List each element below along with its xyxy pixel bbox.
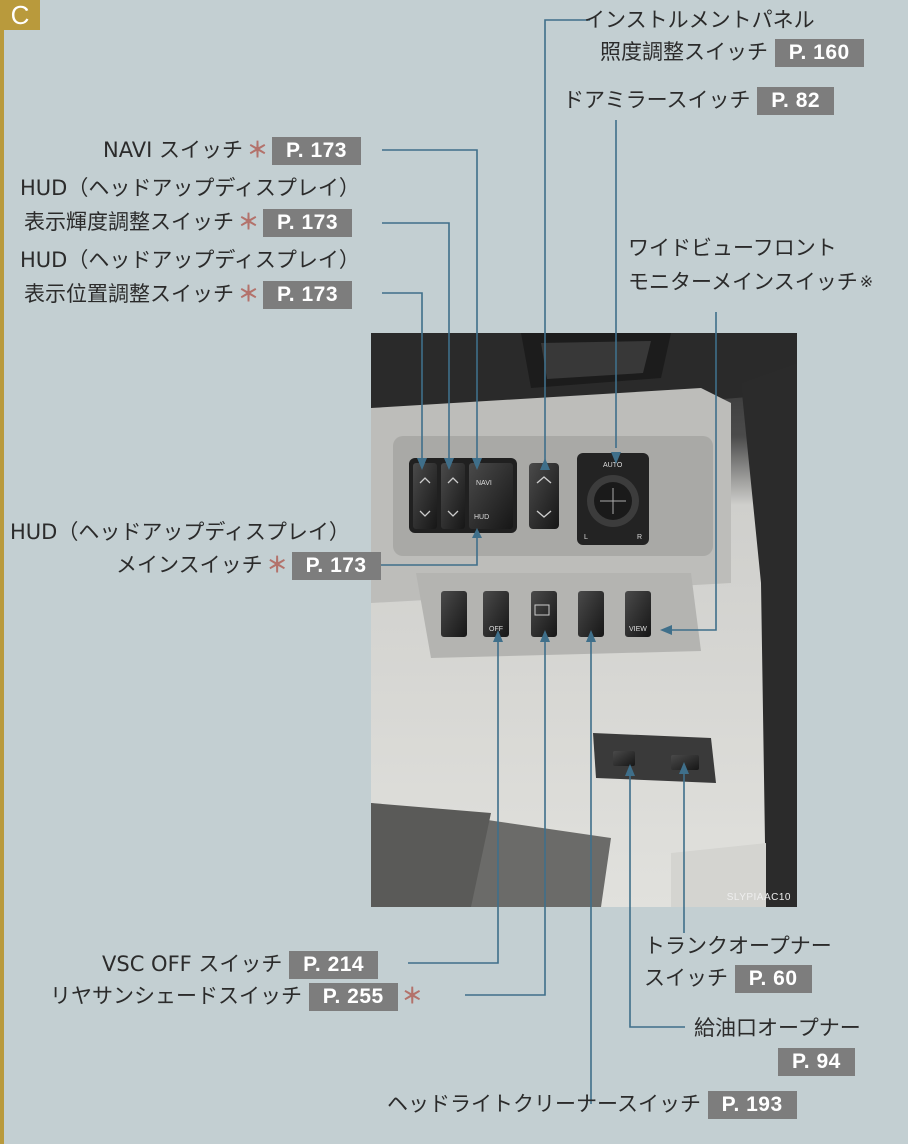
headlight-cleaner-label: ヘッドライトクリーナースイッチ P. 193	[387, 1088, 797, 1120]
hud-position-text: 表示位置調整スイッチ	[24, 282, 234, 306]
vsc-off-ref[interactable]: P. 214	[289, 951, 379, 979]
wide-view-text: モニターメインスイッチ	[628, 270, 858, 294]
hud-brightness-text: 表示輝度調整スイッチ	[24, 210, 234, 234]
hud-main-text: メインスイッチ	[116, 553, 263, 577]
navi-switch-text: NAVI	[476, 480, 492, 487]
view-switch-text: VIEW	[629, 626, 647, 633]
vsc-off-label: VSC OFF スイッチ P. 214	[102, 948, 379, 980]
hud-main-label-line1: HUD（ヘッドアップディスプレイ）	[10, 520, 350, 544]
trunk-opener-label: スイッチ P. 60	[644, 962, 812, 994]
hud-position-label: 表示位置調整スイッチ＊P. 173	[24, 278, 353, 310]
navi-text: NAVI スイッチ	[103, 138, 243, 162]
wide-view-note: ※	[859, 272, 874, 291]
fuel-opener-ref[interactable]: P. 94	[778, 1048, 855, 1076]
photo-code: SLYPIAAC10	[726, 892, 791, 903]
instrument-panel-label-line2: 照度調整スイッチ	[600, 40, 768, 64]
section-tab: C	[0, 0, 40, 30]
hud-main-star: ＊	[266, 553, 288, 577]
hud-position-ref[interactable]: P. 173	[263, 281, 353, 309]
auto-switch-text: AUTO	[603, 462, 623, 469]
wide-view-label-line1: ワイドビューフロント	[628, 236, 837, 260]
navi-star: ＊	[246, 138, 268, 162]
instrument-panel-label: 照度調整スイッチ P. 160	[600, 36, 864, 68]
navi-label: NAVI スイッチ＊P. 173	[103, 134, 361, 166]
rear-sunshade-ref[interactable]: P. 255	[308, 983, 398, 1011]
hud-brightness-label-line1: HUD（ヘッドアップディスプレイ）	[20, 176, 360, 200]
vsc-off-text: VSC OFF スイッチ	[102, 952, 283, 976]
rear-sunshade-label: リヤサンシェードスイッチ P. 255＊	[50, 980, 427, 1012]
door-mirror-text: ドアミラースイッチ	[563, 88, 751, 112]
navi-ref[interactable]: P. 173	[271, 137, 361, 165]
hud-main-label: メインスイッチ＊P. 173	[116, 549, 381, 581]
door-mirror-ref[interactable]: P. 82	[757, 87, 835, 115]
instrument-panel-label-line1: インストルメントパネル	[584, 8, 815, 32]
instrument-panel-ref[interactable]: P. 160	[774, 39, 864, 67]
off-switch-text: OFF	[489, 626, 503, 633]
rear-sunshade-text: リヤサンシェードスイッチ	[50, 984, 302, 1008]
dashboard-switch-photo: NAVI HUD AUTO L R OFF VIEW SLYP	[371, 333, 797, 907]
hud-position-label-line1: HUD（ヘッドアップディスプレイ）	[20, 248, 360, 272]
headlight-cleaner-text: ヘッドライトクリーナースイッチ	[387, 1092, 701, 1116]
fuel-opener-text: 給油口オープナー	[694, 1016, 861, 1040]
mirror-l-text: L	[584, 534, 588, 541]
rear-sunshade-star: ＊	[401, 984, 423, 1008]
section-edge-bar	[0, 30, 4, 1144]
hud-brightness-label: 表示輝度調整スイッチ＊P. 173	[24, 206, 353, 238]
trunk-opener-ref[interactable]: P. 60	[734, 965, 812, 993]
mirror-r-text: R	[637, 534, 642, 541]
hud-switch-text: HUD	[474, 514, 489, 521]
hud-brightness-star: ＊	[238, 210, 259, 234]
trunk-opener-text: スイッチ	[644, 966, 728, 990]
door-mirror-label: ドアミラースイッチ P. 82	[563, 84, 835, 116]
hud-main-ref[interactable]: P. 173	[291, 552, 381, 580]
headlight-cleaner-ref[interactable]: P. 193	[707, 1091, 797, 1119]
trunk-opener-label-line1: トランクオープナー	[644, 934, 832, 958]
wide-view-label: モニターメインスイッチ※	[628, 266, 873, 298]
hud-position-star: ＊	[238, 282, 259, 306]
hud-brightness-ref[interactable]: P. 173	[263, 209, 353, 237]
